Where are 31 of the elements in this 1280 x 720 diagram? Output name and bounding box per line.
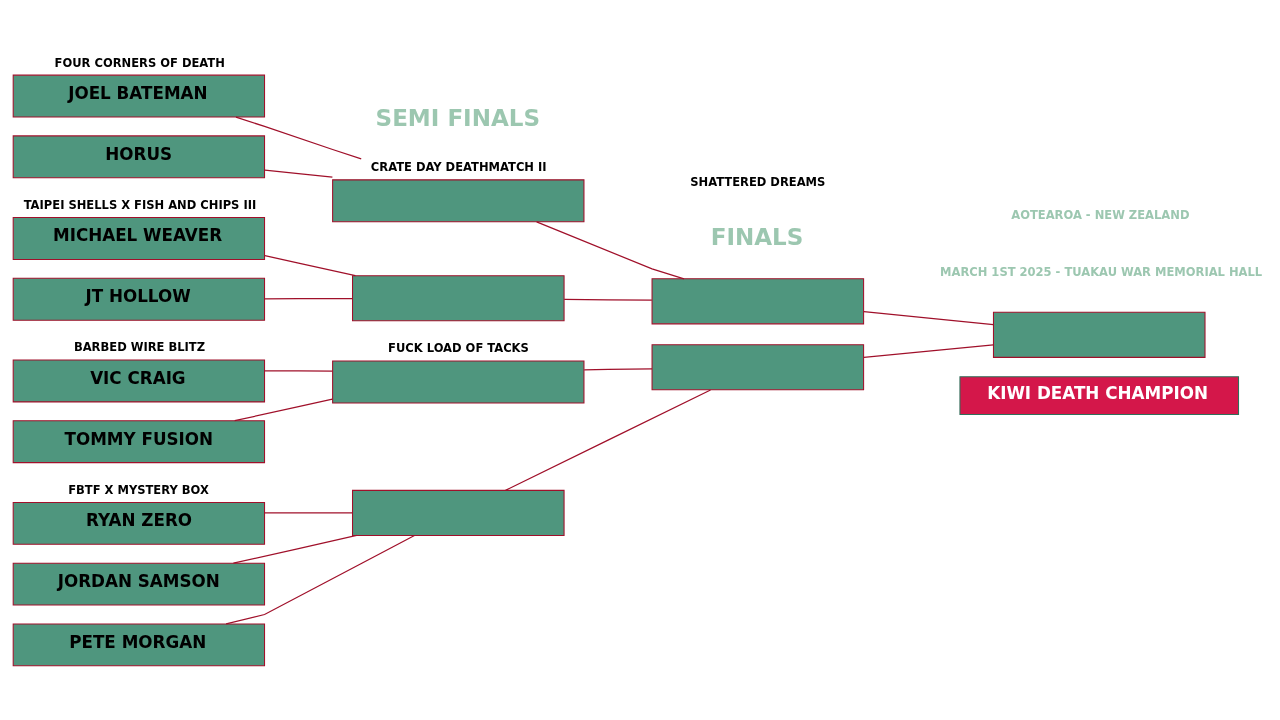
node-box bbox=[651, 278, 865, 325]
connector bbox=[232, 534, 358, 564]
label: AOTEAROA - NEW ZEALAND bbox=[1011, 208, 1190, 223]
label: SEMI FINALS bbox=[375, 105, 541, 132]
connector bbox=[863, 311, 994, 326]
connector bbox=[863, 344, 994, 358]
node-label: FBTF X MYSTERY BOX bbox=[68, 482, 209, 497]
connector bbox=[264, 512, 353, 514]
connector bbox=[264, 255, 356, 277]
label: SHATTERED DREAMS bbox=[690, 174, 826, 189]
connector bbox=[234, 398, 334, 422]
node-box bbox=[651, 344, 865, 391]
connector bbox=[536, 221, 685, 280]
label: FINALS bbox=[710, 224, 804, 251]
connector bbox=[563, 298, 653, 301]
connector bbox=[583, 368, 653, 371]
node-label: CRATE DAY DEATHMATCH II bbox=[370, 160, 547, 175]
node-label: TAIPEI SHELLS X FISH AND CHIPS III bbox=[23, 197, 257, 212]
connector bbox=[264, 169, 334, 178]
node-box bbox=[352, 489, 565, 536]
node-label: BARBED WIRE BLITZ bbox=[73, 340, 206, 355]
label: MARCH 1ST 2025 - TUAKAU WAR MEMORIAL HALL bbox=[940, 265, 1263, 280]
connector bbox=[264, 297, 353, 300]
connector bbox=[504, 389, 712, 491]
connector bbox=[225, 534, 416, 625]
connector bbox=[264, 370, 334, 372]
connector bbox=[235, 116, 362, 160]
node-box bbox=[992, 311, 1206, 358]
node-label: FUCK LOAD OF TACKS bbox=[388, 341, 529, 356]
node-box bbox=[352, 275, 565, 322]
node-label: FOUR CORNERS OF DEATH bbox=[54, 55, 225, 70]
